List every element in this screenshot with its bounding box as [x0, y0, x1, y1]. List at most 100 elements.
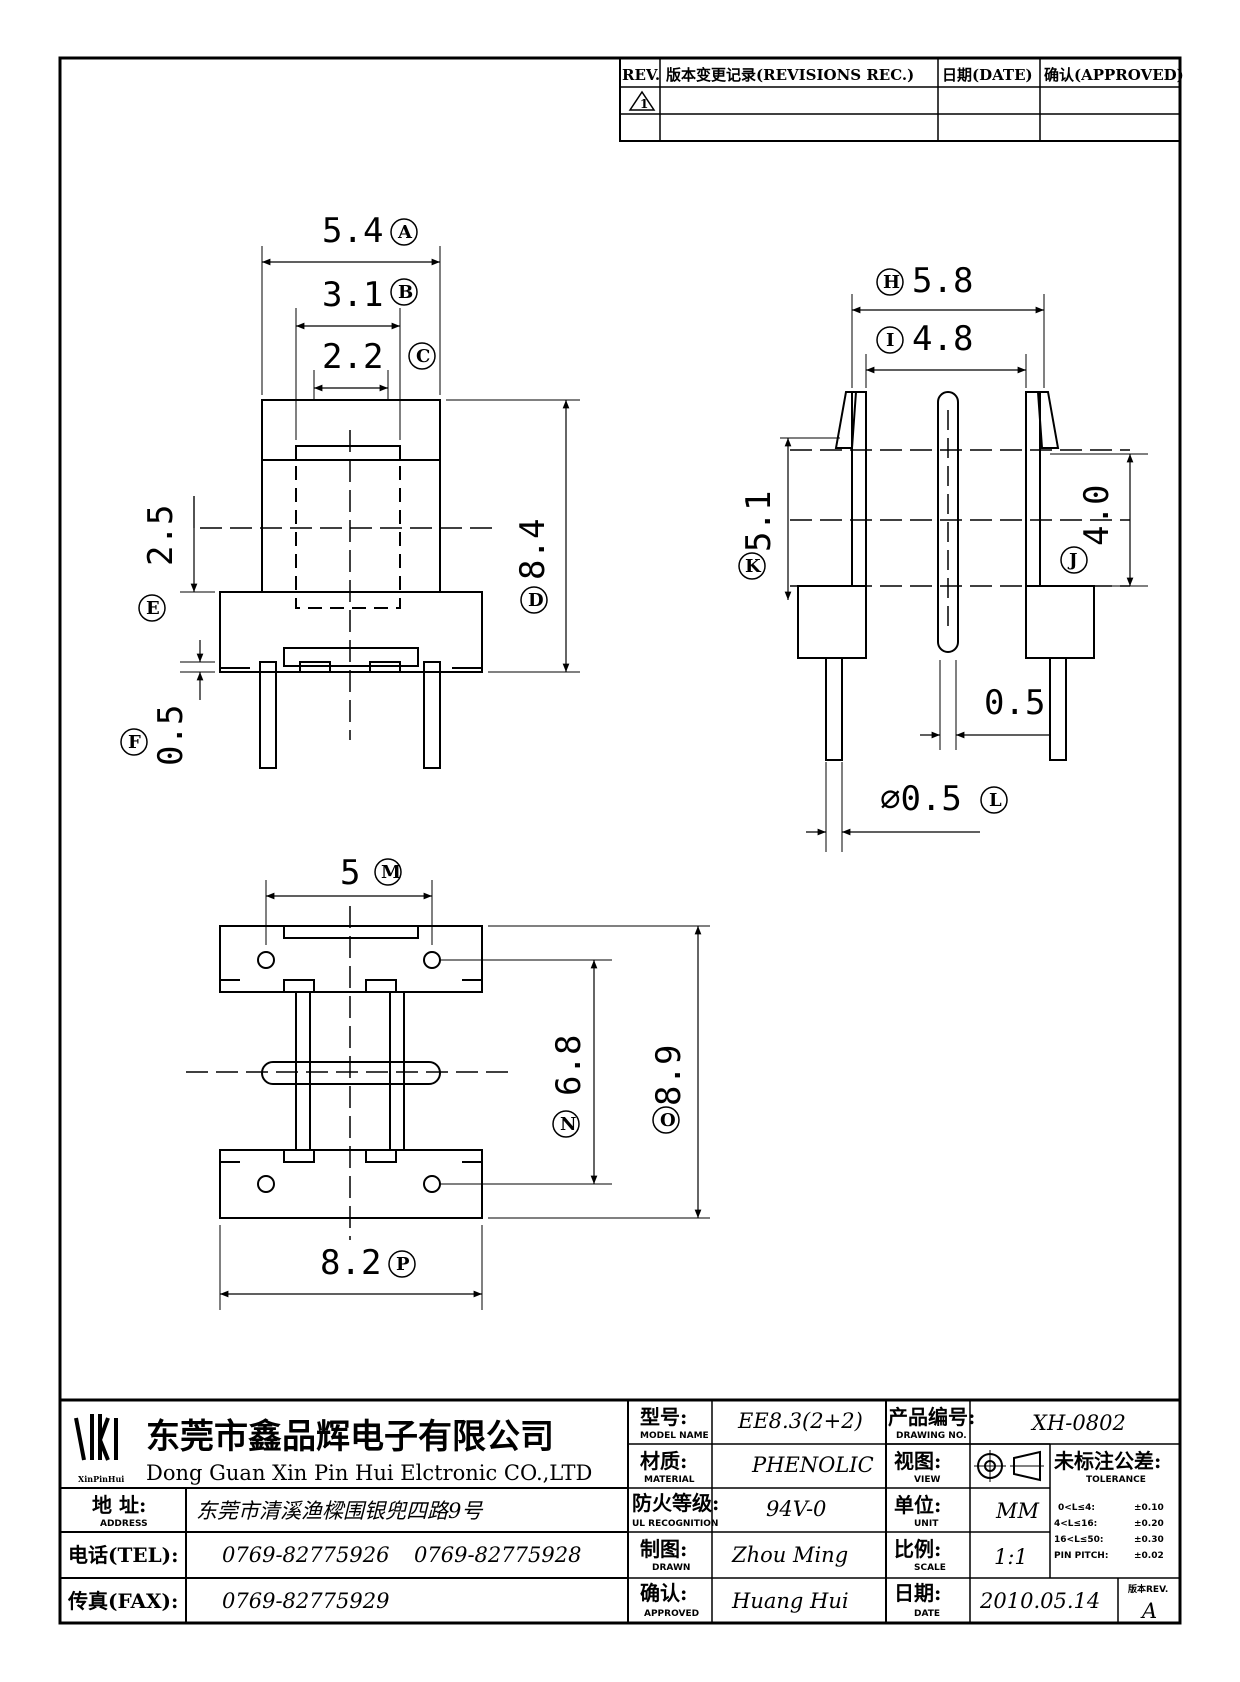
tolerance-value: ±0.30	[1134, 1535, 1164, 1545]
revision-triangle-icon: 1	[628, 90, 656, 111]
svg-text:L: L	[989, 790, 1002, 811]
revision-header-record: 版本变更记录(REVISIONS REC.)	[666, 66, 914, 84]
dim-f-value: 0.5	[151, 705, 191, 766]
drawn-label-en: DRAWN	[652, 1563, 690, 1573]
dim-m-marker: M	[374, 858, 402, 886]
third-angle-projection-icon	[974, 1450, 1044, 1482]
dim-h-value: 5.8	[912, 261, 973, 301]
address-label-en: ADDRESS	[100, 1519, 148, 1529]
logo-text: XinPinHui	[78, 1474, 124, 1484]
dim-e-marker: E	[138, 594, 166, 622]
revision-table: REV. 版本变更记录(REVISIONS REC.) 日期(DATE) 确认(…	[619, 57, 1184, 142]
svg-text:H: H	[883, 272, 900, 293]
unit-label: 单位:	[894, 1493, 941, 1517]
dim-o-value: 8.9	[649, 1045, 689, 1106]
tolerance-range: 16<L≤50:	[1054, 1535, 1103, 1545]
svg-text:B: B	[398, 282, 413, 303]
company-name-cn: 东莞市鑫品辉电子有限公司	[146, 1417, 554, 1457]
dim-d-value: 8.4	[513, 519, 553, 580]
material-label-en: MATERIAL	[644, 1475, 695, 1485]
approved-value: Huang Hui	[731, 1589, 849, 1613]
dim-c-marker: C	[408, 342, 436, 370]
dim-a-value: 5.4	[322, 211, 383, 251]
bottom-view	[186, 880, 710, 1310]
dim-j-marker: J	[1060, 546, 1088, 574]
dim-k-marker: K	[738, 552, 766, 580]
unit-label-en: UNIT	[914, 1519, 939, 1529]
scale-label: 比例:	[894, 1537, 941, 1561]
drawing-no-label: 产品编号:	[888, 1405, 975, 1429]
material-value: PHENOLIC	[751, 1453, 874, 1477]
rev-label: 版本REV.	[1127, 1583, 1168, 1595]
model-value: EE8.3(2+2)	[737, 1409, 863, 1433]
dim-l-value: ⌀0.5	[880, 779, 962, 819]
scale-value: 1:1	[994, 1545, 1028, 1569]
drawing-no-value: XH-0802	[1030, 1411, 1126, 1435]
date-value: 2010.05.14	[979, 1589, 1100, 1613]
tolerance-value: ±0.10	[1134, 1503, 1164, 1513]
model-label: 型号:	[640, 1405, 687, 1429]
svg-text:M: M	[381, 862, 401, 883]
tolerance-range: 0<L≤4:	[1058, 1503, 1095, 1513]
company-logo: XinPinHui	[74, 1414, 124, 1484]
svg-text:P: P	[396, 1254, 410, 1275]
dim-e-value: 2.5	[141, 505, 181, 566]
date-label: 日期:	[894, 1581, 941, 1605]
tel-value-2: 0769-82775928	[414, 1543, 581, 1567]
dim-p-marker: P	[388, 1250, 416, 1278]
svg-text:C: C	[416, 346, 430, 367]
drawing-no-label-en: DRAWING NO.	[896, 1431, 967, 1441]
dim-n-marker: N	[552, 1110, 580, 1138]
svg-text:F: F	[128, 732, 141, 753]
dim-a-marker: A	[390, 218, 418, 246]
tel-value-1: 0769-82775926	[222, 1543, 389, 1567]
dim-d-marker: D	[520, 586, 548, 614]
svg-text:K: K	[745, 556, 762, 577]
tolerance-value: ±0.02	[1134, 1551, 1164, 1561]
view-label-en: VIEW	[914, 1475, 940, 1485]
tolerance-table: 0<L≤4: ±0.10 4<L≤16: ±0.20 16<L≤50: ±0.3…	[1054, 1503, 1164, 1561]
drawn-label: 制图:	[640, 1537, 687, 1561]
dim-j-value: 4.0	[1077, 485, 1117, 546]
ul-label-en: UL RECOGNITION	[632, 1519, 718, 1529]
dim-c-value: 2.2	[322, 337, 383, 377]
rev-value: A	[1140, 1599, 1157, 1623]
address-value: 东莞市清溪渔樑围银兜四路9号	[196, 1499, 483, 1523]
svg-text:E: E	[146, 598, 160, 619]
svg-text:J: J	[1067, 550, 1078, 571]
svg-text:I: I	[886, 330, 894, 351]
ul-value: 94V-0	[766, 1497, 826, 1521]
dim-b-marker: B	[390, 278, 418, 306]
revision-header-approved: 确认(APPROVED)	[1044, 66, 1184, 84]
dim-o-marker: O	[652, 1106, 680, 1134]
view-label: 视图:	[894, 1449, 941, 1473]
revision-row-1-rev: 1	[640, 97, 648, 111]
front-view	[180, 246, 580, 769]
dim-i-marker: I	[876, 326, 904, 354]
tolerance-range: PIN PITCH:	[1054, 1551, 1108, 1561]
dim-pin-gap-value: 0.5	[984, 683, 1045, 723]
dim-n-value: 6.8	[549, 1035, 589, 1096]
svg-text:D: D	[528, 590, 544, 611]
fax-label: 传真(FAX):	[67, 1589, 178, 1613]
address-label: 地 址:	[92, 1493, 146, 1517]
dim-f-marker: F	[120, 728, 148, 756]
side-view	[780, 294, 1148, 852]
drawn-value: Zhou Ming	[731, 1543, 848, 1567]
approved-label: 确认:	[640, 1581, 687, 1605]
svg-text:N: N	[560, 1114, 576, 1135]
dim-b-value: 3.1	[322, 275, 383, 315]
sheet-border	[58, 56, 1182, 1625]
revision-header-date: 日期(DATE)	[942, 66, 1033, 84]
dim-m-value: 5	[340, 853, 360, 893]
date-label-en: DATE	[914, 1609, 940, 1619]
scale-label-en: SCALE	[914, 1563, 946, 1573]
dim-k-value: 5.1	[739, 491, 779, 552]
dim-i-value: 4.8	[912, 319, 973, 359]
revision-header-rev: REV.	[622, 66, 660, 84]
ul-label: 防火等级:	[632, 1491, 719, 1515]
fax-value: 0769-82775929	[222, 1589, 389, 1613]
dim-l-marker: L	[980, 786, 1008, 814]
model-label-en: MODEL NAME	[640, 1431, 709, 1441]
